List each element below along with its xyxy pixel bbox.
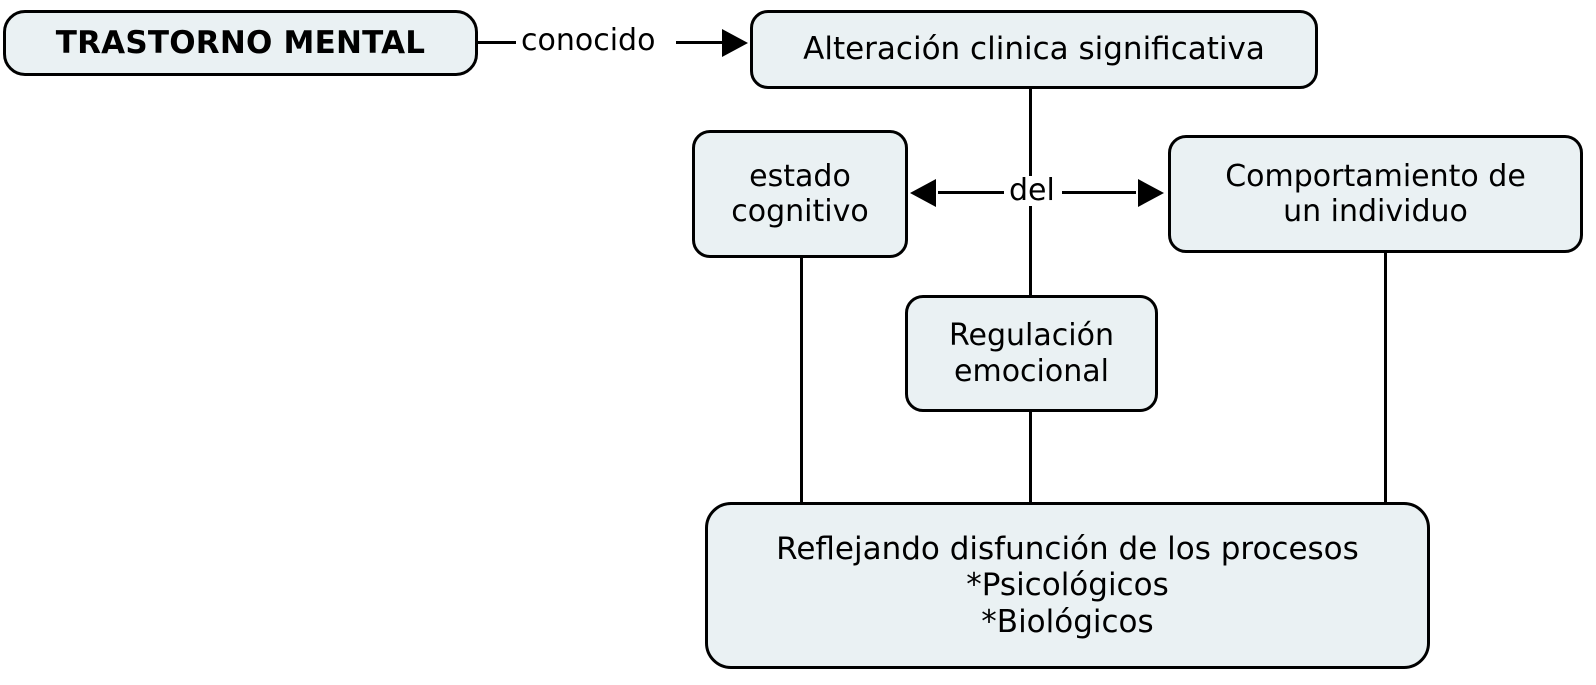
node-alteracion-clinica-significativa[interactable]: Alteración clinica significativa bbox=[750, 10, 1318, 89]
node-alteracion-clinica-significativa-label: Alteración clinica significativa bbox=[803, 31, 1265, 68]
connector-regulacion-to-reflejando bbox=[1029, 410, 1032, 504]
arrow-right-icon bbox=[722, 29, 748, 57]
node-regulacion-emocional[interactable]: Regulación emocional bbox=[905, 295, 1158, 412]
edge-del-label: del bbox=[1004, 176, 1060, 206]
node-trastorno-mental-label: TRASTORNO MENTAL bbox=[55, 24, 426, 61]
connector-estado-to-reflejando bbox=[800, 256, 803, 504]
node-estado-cognitivo[interactable]: estado cognitivo bbox=[692, 130, 908, 258]
node-reflejando-disfuncion-procesos[interactable]: Reflejando disfunción de los procesos *P… bbox=[705, 502, 1430, 669]
edge-conocido-segment-left bbox=[478, 41, 520, 44]
edge-del-segment-left bbox=[938, 191, 1008, 194]
node-regulacion-emocional-label: Regulación emocional bbox=[949, 318, 1114, 389]
connector-comportamiento-to-reflejando bbox=[1384, 251, 1387, 504]
node-estado-cognitivo-label: estado cognitivo bbox=[731, 158, 869, 229]
node-comportamiento-individuo-label: Comportamiento de un individuo bbox=[1225, 158, 1526, 229]
edge-del-segment-right bbox=[1062, 191, 1136, 194]
node-trastorno-mental[interactable]: TRASTORNO MENTAL bbox=[3, 10, 478, 76]
arrow-right-icon bbox=[1138, 179, 1164, 207]
edge-conocido-segment-right bbox=[676, 41, 726, 44]
arrow-left-icon bbox=[910, 179, 936, 207]
node-comportamiento-individuo[interactable]: Comportamiento de un individuo bbox=[1168, 135, 1583, 253]
edge-conocido-label: conocido bbox=[516, 26, 661, 56]
node-reflejando-disfuncion-procesos-label: Reflejando disfunción de los procesos *P… bbox=[776, 530, 1359, 640]
